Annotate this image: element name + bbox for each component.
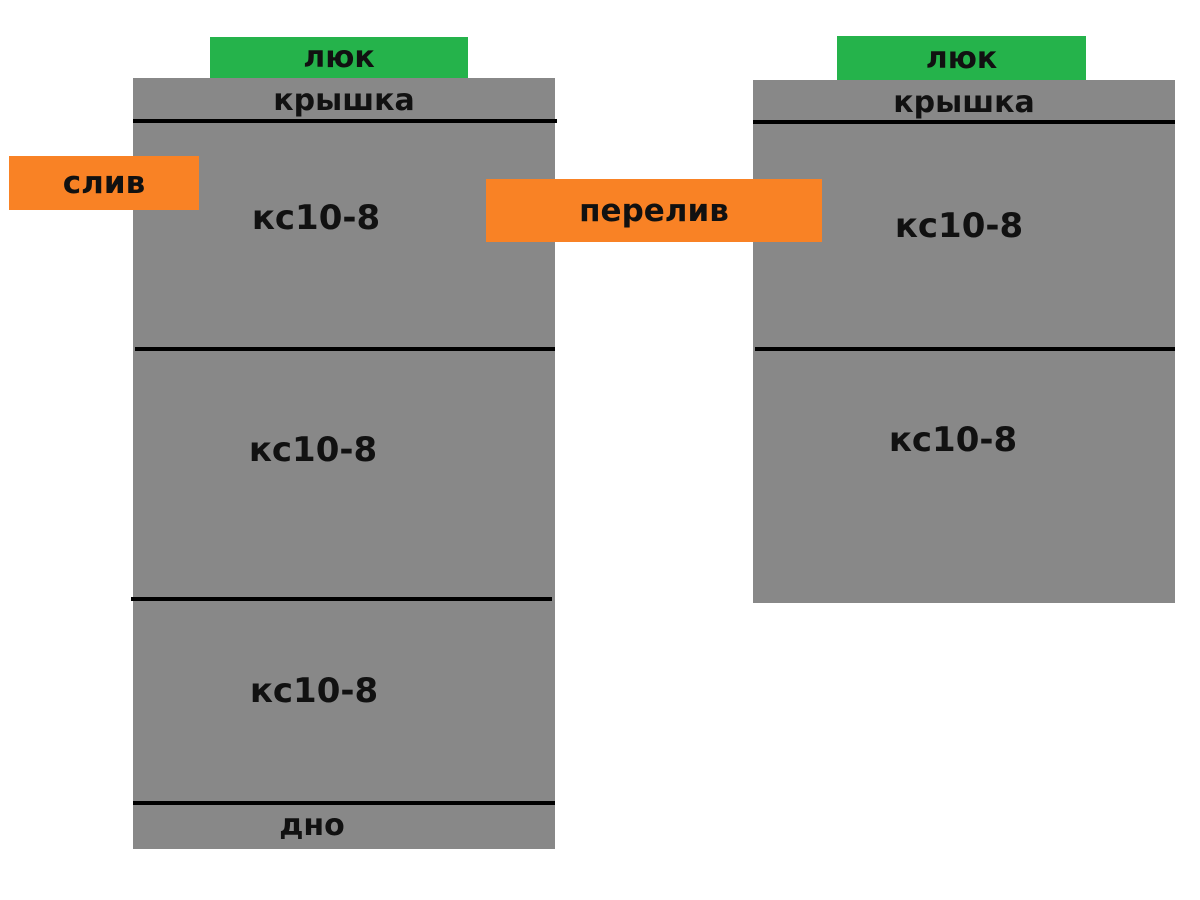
drain-pipe: слив xyxy=(9,156,199,210)
right-ring-1-label: кс10-8 xyxy=(894,206,1024,246)
left-cover-label: крышка xyxy=(273,82,415,118)
left-well-body xyxy=(133,78,555,849)
left-ring-1-label: кс10-8 xyxy=(251,198,381,238)
overflow-pipe-label: перелив xyxy=(579,192,729,229)
right-well-body xyxy=(753,80,1175,603)
right-seam-1 xyxy=(755,347,1175,351)
overflow-pipe: перелив xyxy=(486,179,822,242)
left-seam-bottom xyxy=(133,801,555,805)
left-well-hatch: люк xyxy=(210,37,468,78)
right-hatch-label: люк xyxy=(925,40,998,76)
left-bottom-label: дно xyxy=(279,807,345,843)
right-seam-cover xyxy=(753,120,1175,124)
left-ring-3-label: кс10-8 xyxy=(249,671,379,711)
left-seam-1 xyxy=(135,347,555,351)
right-well-hatch: люк xyxy=(837,36,1086,80)
left-seam-cover xyxy=(133,119,557,123)
left-seam-2 xyxy=(131,597,552,601)
left-hatch-label: люк xyxy=(303,40,375,75)
right-cover-label: крышка xyxy=(893,84,1035,120)
left-ring-2-label: кс10-8 xyxy=(248,430,378,470)
drain-pipe-label: слив xyxy=(62,165,146,201)
right-ring-2-label: кс10-8 xyxy=(888,420,1018,460)
